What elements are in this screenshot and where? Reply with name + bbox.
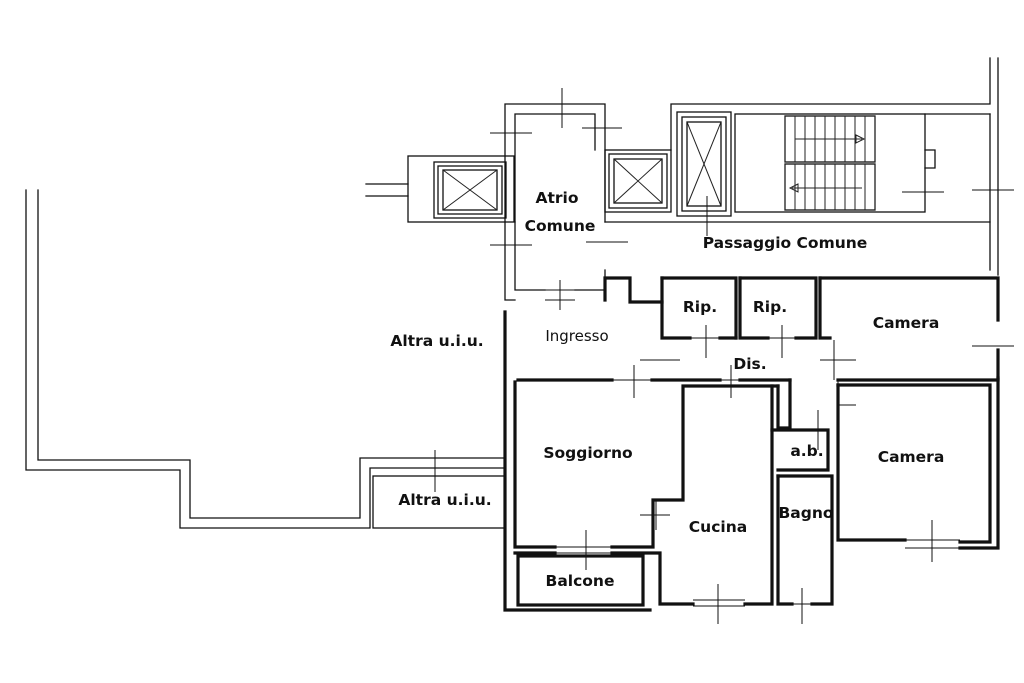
label-rip-1: Rip. [683,298,717,316]
label-camera-top: Camera [873,314,940,332]
label-altra-uiu-left: Altra u.i.u. [390,332,483,350]
stairs [784,115,1014,211]
label-passaggio-comune: Passaggio Comune [703,234,868,252]
label-ingresso: Ingresso [545,327,608,345]
lift-left [365,155,515,223]
label-atrio: Atrio [535,189,578,207]
label-comune: Comune [525,217,596,235]
label-cucina: Cucina [689,518,747,536]
room-labels: Atrio Comune Passaggio Comune Altra u.i.… [390,189,944,590]
label-camera-bottom: Camera [878,448,945,466]
label-balcone: Balcone [546,572,615,590]
passaggio-comune-outline [604,57,999,276]
label-dis: Dis. [733,355,766,373]
label-rip-2: Rip. [753,298,787,316]
apartment-walls [503,276,1014,624]
label-altra-uiu-small: Altra u.i.u. [398,491,491,509]
label-ab: a.b. [790,442,823,460]
lift-middle [604,149,672,213]
atrio-comune-outline [490,88,628,310]
label-soggiorno: Soggiorno [543,444,632,462]
label-bagno: Bagno [778,504,833,522]
altra-uiu-left-outline [25,189,506,529]
altra-uiu-small-outline [372,450,506,529]
